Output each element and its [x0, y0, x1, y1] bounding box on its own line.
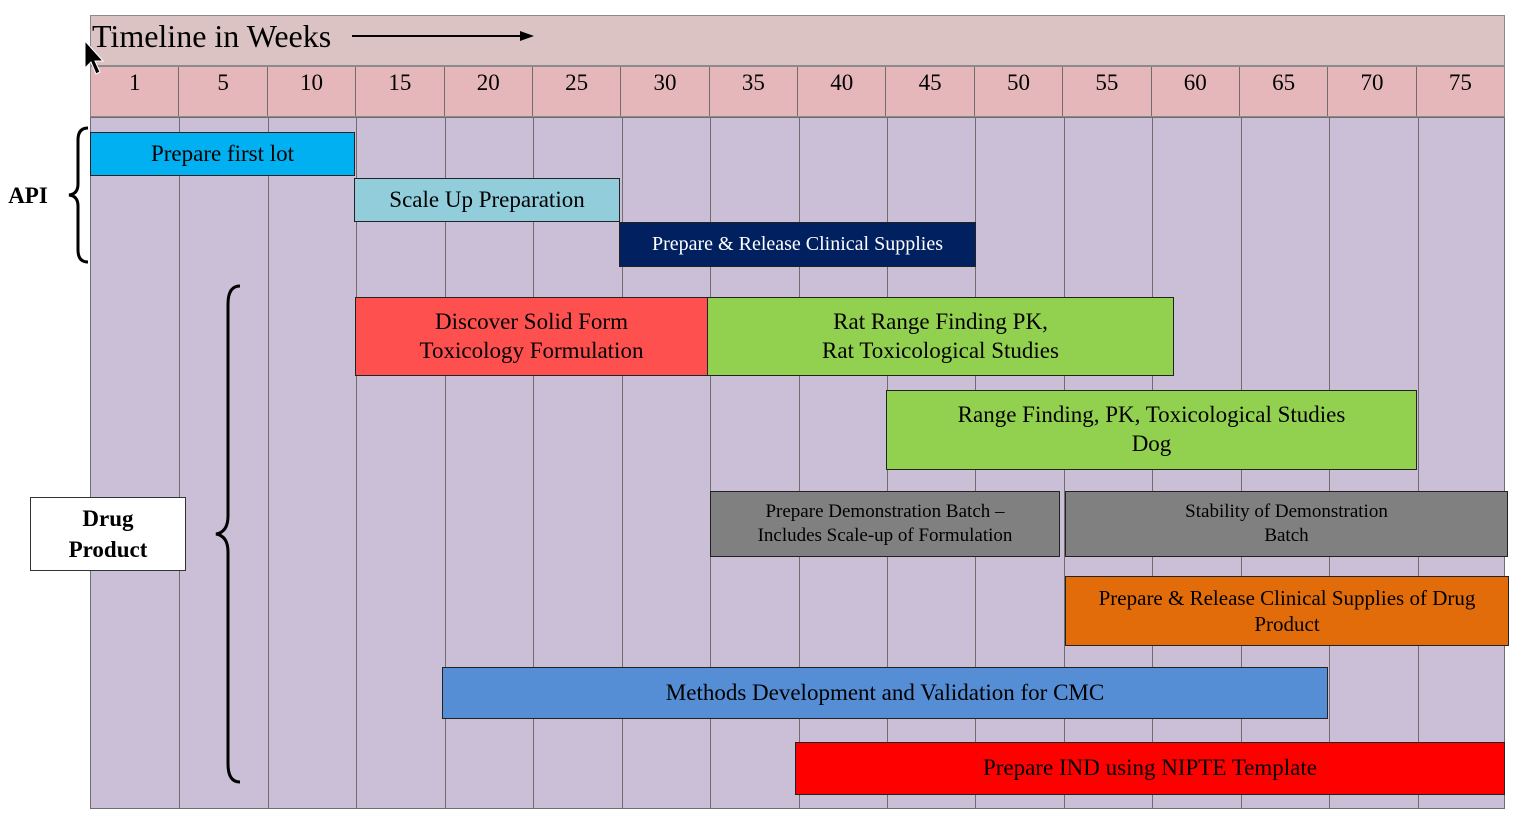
mouse-cursor-icon	[84, 40, 105, 75]
right-arrow-icon	[352, 31, 534, 41]
task-label: Prepare IND using NIPTE Template	[983, 755, 1317, 781]
week-tick: 30	[621, 67, 710, 116]
task-bar: Scale Up Preparation	[354, 178, 620, 222]
task-label: Scale Up Preparation	[389, 186, 585, 212]
grid-line	[179, 118, 181, 808]
task-label: Discover Solid Form Toxicology Formulati…	[419, 308, 644, 363]
grid-line	[267, 118, 269, 808]
task-label: Prepare & Release Clinical Supplies of D…	[1098, 585, 1476, 636]
grid-line	[356, 118, 358, 808]
task-bar: Stability of Demonstration Batch	[1065, 491, 1508, 557]
drug-product-brace-icon	[215, 284, 241, 784]
task-bar: Prepare & Release Clinical Supplies of D…	[1065, 576, 1509, 646]
week-tick: 15	[356, 67, 445, 116]
week-tick: 5	[179, 67, 268, 116]
grid-line	[710, 118, 712, 808]
week-tick: 45	[886, 67, 975, 116]
task-bar: Range Finding, PK, Toxicological Studies…	[886, 390, 1417, 470]
timeline-title: Timeline in Weeks	[92, 18, 332, 54]
task-bar: Prepare IND using NIPTE Template	[795, 742, 1505, 795]
task-label: Methods Development and Validation for C…	[665, 679, 1105, 705]
task-label: Stability of Demonstration Batch	[1185, 501, 1388, 546]
grid-line	[798, 118, 800, 808]
week-tick: 40	[798, 67, 887, 116]
task-label: Rat Range Finding PK, Rat Toxicological …	[822, 308, 1059, 363]
task-label: Prepare Demonstration Batch – Includes S…	[757, 501, 1013, 546]
task-bar: Methods Development and Validation for C…	[442, 667, 1328, 719]
grid-line	[533, 118, 535, 808]
grid-line	[621, 118, 623, 808]
week-tick: 10	[268, 67, 357, 116]
task-bar: Discover Solid Form Toxicology Formulati…	[355, 297, 708, 376]
week-tick: 60	[1152, 67, 1240, 116]
group-label-api: API	[8, 183, 48, 208]
task-bar: Rat Range Finding PK, Rat Toxicological …	[707, 297, 1174, 376]
week-tick: 55	[1063, 67, 1152, 116]
week-ticks-row: 1 5 10 15 20 25 30 35 40 45 50 55 60 65 …	[90, 66, 1505, 117]
api-brace-icon	[68, 126, 89, 264]
week-tick: 35	[710, 67, 798, 116]
task-label: Prepare first lot	[150, 140, 295, 166]
task-label: Prepare & Release Clinical Supplies	[651, 233, 944, 255]
week-tick: 65	[1240, 67, 1329, 116]
week-tick: 1	[91, 67, 180, 116]
timeline-header-band	[90, 15, 1505, 66]
week-tick: 25	[533, 67, 622, 116]
task-bar: Prepare first lot	[90, 132, 355, 176]
week-tick: 50	[975, 67, 1064, 116]
grid-line	[1417, 118, 1419, 808]
task-label: Range Finding, PK, Toxicological Studies…	[957, 402, 1346, 456]
week-tick: 70	[1328, 67, 1417, 116]
task-bar: Prepare Demonstration Batch – Includes S…	[710, 491, 1060, 557]
week-tick: 20	[445, 67, 533, 116]
grid-line	[444, 118, 446, 808]
group-label-drug-product: Drug Product	[30, 497, 186, 571]
week-tick: 75	[1448, 70, 1472, 95]
task-bar: Prepare & Release Clinical Supplies	[619, 222, 976, 267]
